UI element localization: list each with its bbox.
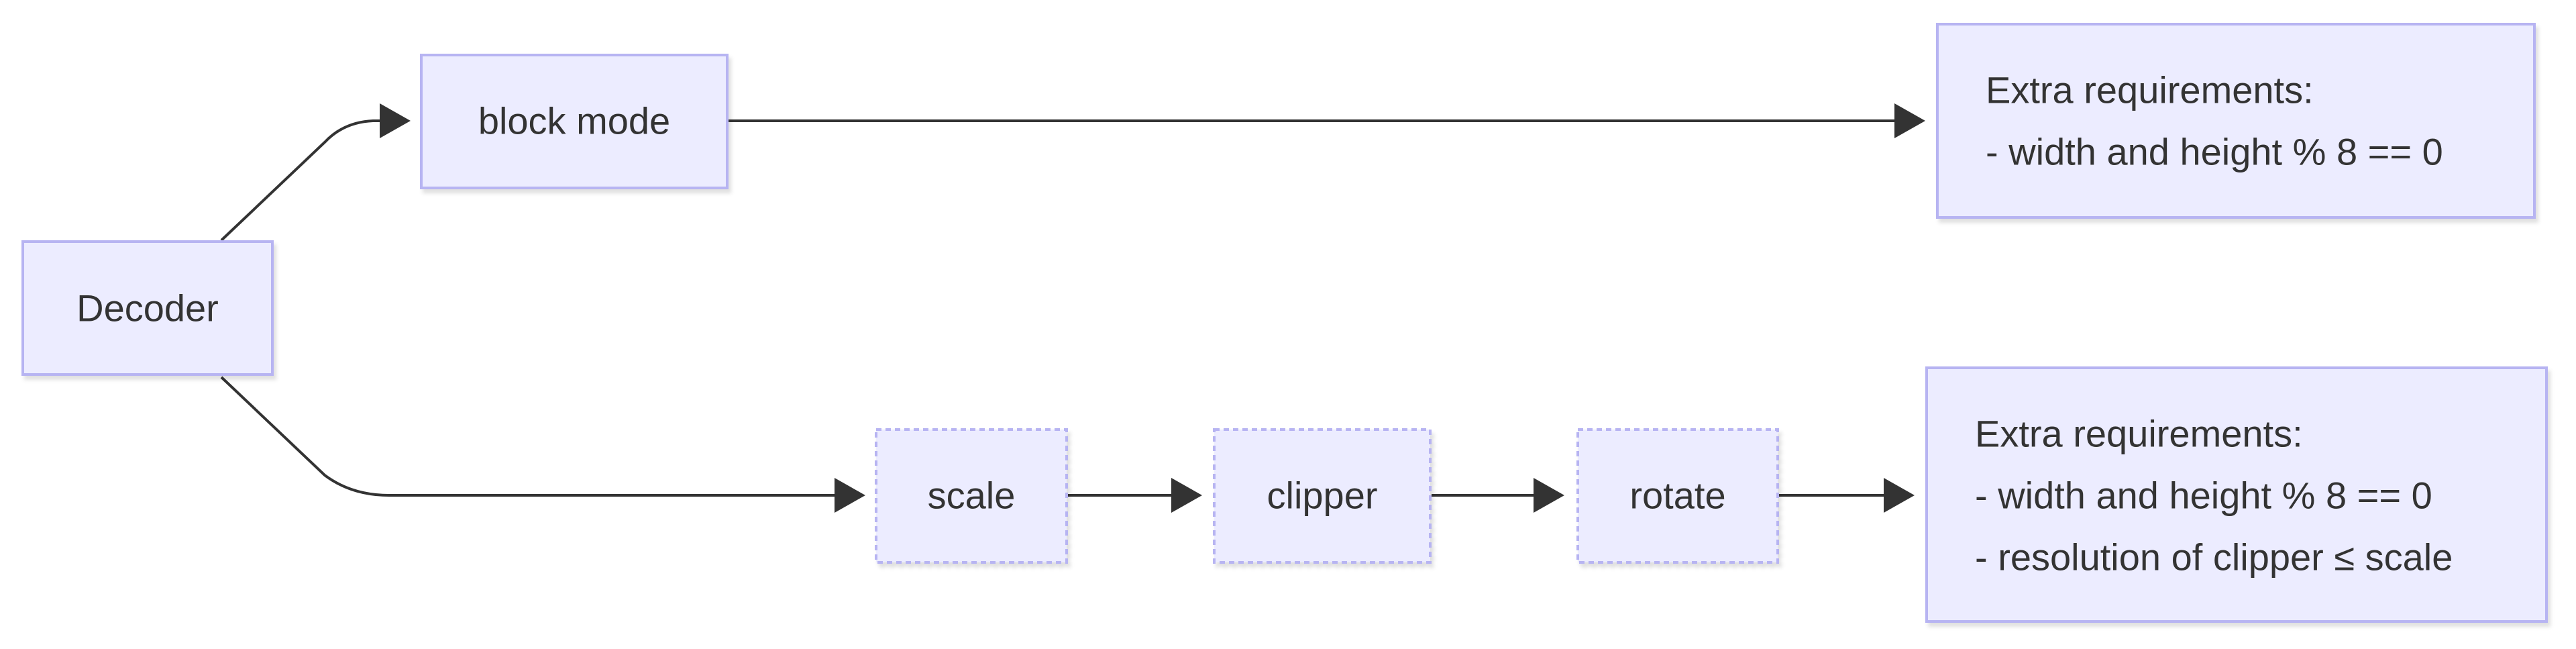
requirements-top-line-1: Extra requirements: — [1986, 69, 2314, 111]
node-rotate: rotate — [1576, 428, 1779, 564]
node-scale-label: scale — [928, 475, 1016, 517]
node-requirements-top: Extra requirements: - width and height %… — [1936, 23, 2536, 219]
edge-decoder-to-block-mode — [220, 119, 386, 242]
requirements-bottom-line-2: - width and height % 8 == 0 — [1975, 475, 2432, 517]
requirements-bottom-line-1: Extra requirements: — [1975, 413, 2303, 455]
arrowhead-scale — [835, 478, 865, 513]
arrowhead-clipper — [1171, 478, 1202, 513]
node-clipper-label: clipper — [1267, 475, 1378, 517]
edges — [220, 103, 1925, 513]
node-block-mode: block mode — [420, 54, 729, 189]
requirements-bottom-line-3: - resolution of clipper ≤ scale — [1975, 536, 2453, 579]
node-rotate-label: rotate — [1629, 475, 1725, 517]
node-block-mode-label: block mode — [478, 100, 670, 142]
arrowhead-rotate — [1534, 478, 1564, 513]
node-decoder: Decoder — [21, 240, 274, 376]
node-decoder-label: Decoder — [76, 287, 219, 330]
node-requirements-bottom: Extra requirements: - width and height %… — [1925, 366, 2548, 623]
node-scale: scale — [875, 428, 1068, 564]
arrowhead-requirements-bottom — [1884, 478, 1915, 513]
requirements-top-line-2: - width and height % 8 == 0 — [1986, 131, 2443, 173]
edge-decoder-to-scale — [220, 376, 839, 497]
arrowhead-block-mode — [380, 103, 411, 138]
arrowhead-requirements-top — [1894, 103, 1925, 138]
node-clipper: clipper — [1213, 428, 1432, 564]
